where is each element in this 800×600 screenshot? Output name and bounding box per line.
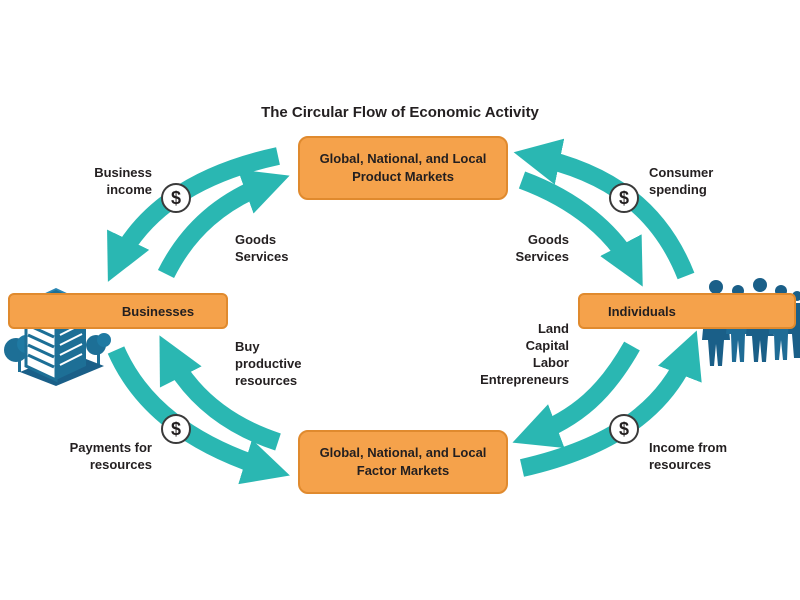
factor-capital: Capital: [525, 338, 569, 353]
product-markets-line2: Product Markets: [352, 169, 454, 184]
buy-resources-arrow: [159, 335, 281, 451]
goods-services-left-label: Goods Services: [235, 231, 289, 265]
product-markets-box: Global, National, and Local Product Mark…: [298, 136, 508, 200]
individuals-label: Individuals: [608, 303, 676, 319]
income-line1: Income from: [649, 440, 728, 455]
payments-line2: resources: [89, 457, 152, 472]
factor-labor: Labor: [532, 355, 569, 370]
dollar-icon: $: [609, 183, 639, 213]
goods-services-right-arrow: [518, 171, 643, 287]
factor-markets-box: Global, National, and Local Factor Marke…: [298, 430, 508, 494]
goods-right-line1: Goods: [527, 232, 569, 247]
goods-right-line2: Services: [515, 249, 570, 264]
factors-label: Land Capital Labor Entrepreneurs: [450, 320, 569, 388]
business-income-line1: Business: [94, 165, 152, 180]
businesses-bar: Businesses: [8, 293, 228, 329]
diagram-title: The Circular Flow of Economic Activity: [261, 104, 539, 121]
factor-markets-line1: Global, National, and Local: [319, 445, 487, 460]
factor-markets-line2: Factor Markets: [356, 463, 450, 478]
business-income-label: Business income: [56, 164, 152, 198]
payments-for-resources-label: Payments for resources: [40, 439, 152, 473]
goods-services-right-label: Goods Services: [470, 231, 570, 265]
dollar-icon: $: [161, 414, 191, 444]
goods-left-line1: Goods: [235, 232, 277, 247]
payments-line1: Payments for: [69, 440, 152, 455]
dollar-icon: $: [609, 414, 639, 444]
product-markets-line1: Global, National, and Local: [319, 151, 487, 166]
consumer-spending-line1: Consumer: [649, 165, 714, 180]
businesses-label: Businesses: [121, 303, 195, 319]
consumer-spending-line2: spending: [649, 182, 707, 197]
goods-services-left-arrow: [157, 169, 290, 279]
income-line2: resources: [649, 457, 712, 472]
buy-resources-line3: resources: [235, 373, 298, 388]
consumer-spending-label: Consumer spending: [649, 164, 713, 198]
buy-productive-resources-label: Buy productive resources: [235, 338, 301, 389]
buy-resources-line2: productive: [235, 356, 302, 371]
income-from-resources-label: Income from resources: [649, 439, 727, 473]
factors-arrow: [512, 341, 640, 449]
factor-entrepreneurs: Entrepreneurs: [480, 372, 569, 387]
goods-left-line2: Services: [235, 249, 289, 264]
dollar-icon: $: [161, 183, 191, 213]
business-income-line2: income: [106, 182, 152, 197]
factor-land: Land: [537, 321, 569, 336]
buy-resources-line1: Buy: [235, 339, 260, 354]
individuals-bar: Individuals: [578, 293, 796, 329]
